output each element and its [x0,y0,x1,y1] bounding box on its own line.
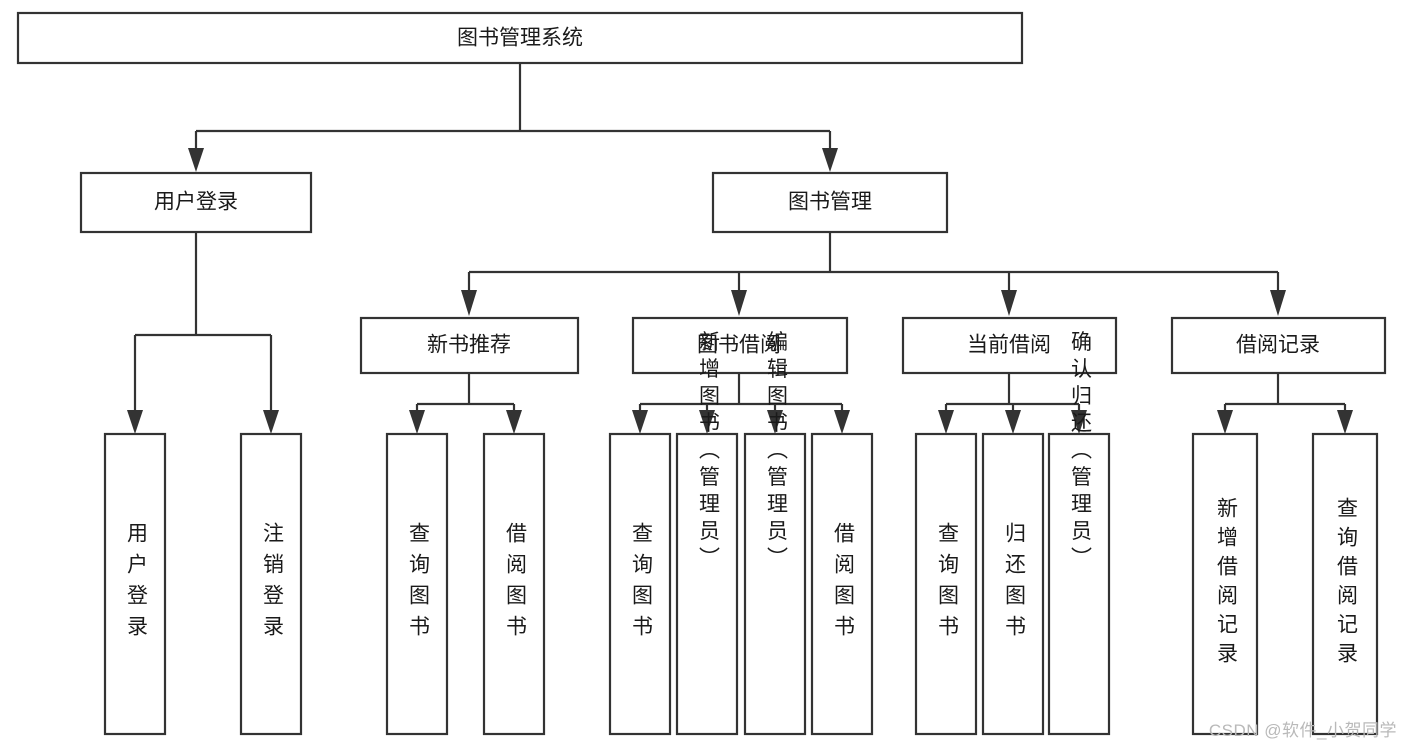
new-book-recommendation-box[interactable] [359,316,580,375]
arrowhead-leaf-query-book-2 [632,410,648,434]
arrowhead-leaf-user-login [127,410,143,434]
leaf-node-edit-book-admin[interactable]: 编辑图书（管理员） [743,331,807,736]
arrowhead-leaf-borrow-book-2 [834,410,850,434]
arrowhead-current-borrow [1001,290,1017,316]
arrowhead-leaf-add-record [1217,410,1233,434]
leaf-node-query-borrowing-record[interactable]: 查询借阅记录 [1311,432,1379,736]
node-book-borrowing[interactable]: 图书借阅 [631,316,849,375]
leaf-borrow-book-1-label: 借阅图书 [503,522,527,646]
new-book-recommendation-label: 新书推荐 [427,334,511,357]
leaf-query-book-2-box[interactable] [608,432,672,736]
arrowhead-leaf-edit-book [767,410,783,434]
leaf-edit-book-box[interactable] [743,432,807,736]
arrowhead-leaf-query-book-3 [938,410,954,434]
leaf-user-login-box[interactable] [103,432,167,736]
book-management-label: 图书管理 [788,191,872,214]
current-borrowing-label: 当前借阅 [967,334,1051,357]
arrowhead-leaf-confirm-return [1071,410,1087,434]
leaf-add-book-box[interactable] [675,432,739,736]
node-current-borrowing[interactable]: 当前借阅 [901,316,1118,375]
leaf-logout-label: 注销登录 [260,522,284,646]
leaf-node-add-borrowing-record[interactable]: 新增借阅记录 [1191,432,1259,736]
leaf-edit-book-label: 编辑图书（管理员） [764,331,788,574]
leaf-node-user-login[interactable]: 用户登录 [103,432,167,736]
leaf-node-query-book-1[interactable]: 查询图书 [385,432,449,736]
arrowhead-leaf-add-book [699,410,715,434]
leaf-user-login-label: 用户登录 [124,522,148,646]
current-borrowing-box[interactable] [901,316,1118,375]
arrowhead-new-book-rec [461,290,477,316]
leaf-node-return-book[interactable]: 归还图书 [981,432,1045,736]
user-login-label: 用户登录 [154,191,238,214]
node-book-management[interactable]: 图书管理 [711,171,949,234]
leaf-borrow-book-2-box[interactable] [810,432,874,736]
arrowhead-leaf-query-record [1337,410,1353,434]
book-borrowing-label: 图书借阅 [697,334,781,357]
borrowing-record-box[interactable] [1170,316,1387,375]
leaf-query-record-box[interactable] [1311,432,1379,736]
leaf-add-record-label: 新增借阅记录 [1214,497,1238,671]
leaf-node-query-book-3[interactable]: 查询图书 [914,432,978,736]
leaf-return-book-box[interactable] [981,432,1045,736]
node-root-book-management-system[interactable]: 图书管理系统 [16,11,1024,65]
leaf-query-book-3-box[interactable] [914,432,978,736]
arrowhead-leaf-query-book-1 [409,410,425,434]
leaf-query-record-label: 查询借阅记录 [1334,497,1358,671]
leaf-borrow-book-2-label: 借阅图书 [831,522,855,646]
borrowing-record-label: 借阅记录 [1236,334,1320,357]
leaf-confirm-return-label: 确认归还（管理员） [1068,331,1092,574]
leaf-query-book-3-label: 查询图书 [935,522,959,646]
leaf-node-logout[interactable]: 注销登录 [239,432,303,736]
leaf-add-book-label: 新增图书（管理员） [696,331,720,574]
node-borrowing-record[interactable]: 借阅记录 [1170,316,1387,375]
leaf-add-record-box[interactable] [1191,432,1259,736]
leaf-node-query-book-2[interactable]: 查询图书 [608,432,672,736]
leaf-query-book-2-label: 查询图书 [629,522,653,646]
leaf-return-book-label: 归还图书 [1002,522,1026,646]
root-label: 图书管理系统 [457,27,583,50]
arrowhead-leaf-return-book [1005,410,1021,434]
leaf-logout-box[interactable] [239,432,303,736]
connector-layer [127,63,1353,434]
arrowhead-leaf-borrow-book-1 [506,410,522,434]
leaf-confirm-return-box[interactable] [1047,432,1111,736]
root-box[interactable] [16,11,1024,65]
arrowhead-book-borrow [731,290,747,316]
node-user-login[interactable]: 用户登录 [79,171,313,234]
user-login-box[interactable] [79,171,313,234]
arrowhead-borrow-record [1270,290,1286,316]
leaf-node-borrow-book-1[interactable]: 借阅图书 [482,432,546,736]
arrowhead-leaf-logout [263,410,279,434]
leaf-node-borrow-book-2[interactable]: 借阅图书 [810,432,874,736]
book-management-box[interactable] [711,171,949,234]
leaf-node-confirm-return-admin[interactable]: 确认归还（管理员） [1047,331,1111,736]
book-borrowing-box[interactable] [631,316,849,375]
arrowhead-book-mgmt [822,148,838,172]
arrowhead-user-login [188,148,204,172]
node-new-book-recommendation[interactable]: 新书推荐 [359,316,580,375]
leaf-node-add-book-admin[interactable]: 新增图书（管理员） [675,331,739,736]
leaf-query-book-1-label: 查询图书 [406,522,430,646]
leaf-query-book-1-box[interactable] [385,432,449,736]
leaf-borrow-book-1-box[interactable] [482,432,546,736]
